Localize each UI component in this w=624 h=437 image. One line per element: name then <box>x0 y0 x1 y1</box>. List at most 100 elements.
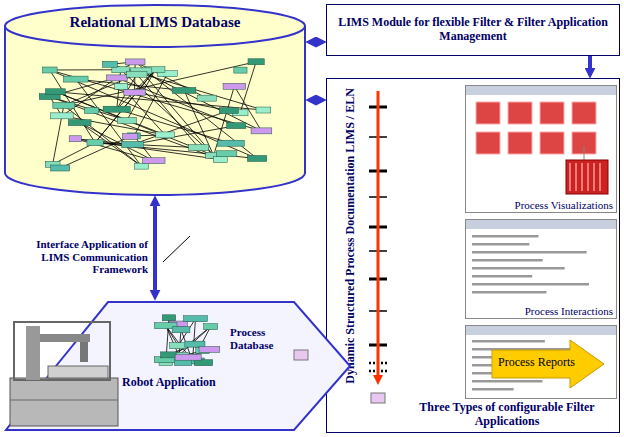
tangle-link <box>117 109 231 143</box>
documentation-panel: Dynamic Structured Process Documentation… <box>326 78 620 433</box>
tangle-link <box>50 70 262 131</box>
window-titlebar <box>466 326 616 335</box>
screen-textline <box>472 388 514 391</box>
node-title: Relational LIMS Database <box>4 14 306 31</box>
plate-cell <box>508 132 532 154</box>
tangle-link <box>75 139 220 160</box>
robot-gripper <box>80 342 88 362</box>
plate-cell <box>476 102 500 124</box>
tangle-box <box>184 316 208 322</box>
robot-arm <box>40 334 90 342</box>
screenshot-box: Process Visualizations <box>465 85 617 213</box>
tangle-box <box>227 123 246 129</box>
tangle-link <box>95 70 155 143</box>
tangle-box <box>199 346 220 352</box>
tangle-box <box>160 352 176 358</box>
tangle-box <box>63 76 88 82</box>
window-titlebar <box>466 220 616 229</box>
tangle-box <box>102 61 117 67</box>
tangle-box <box>51 165 70 171</box>
zoom-box <box>566 160 608 194</box>
plate-cell <box>508 102 532 124</box>
robot-band: Process DatabaseRobot Application <box>4 300 352 432</box>
band-title: Robot Application <box>122 376 216 390</box>
tangle-box <box>189 145 209 151</box>
tangle-box <box>125 59 145 65</box>
tangle-box <box>53 102 75 108</box>
report-arrow <box>492 340 604 388</box>
tangle-link <box>76 79 184 90</box>
database-cylinder-graphic <box>4 4 306 196</box>
screenshot-label: Process Visualizations <box>512 199 616 212</box>
tangle-box <box>248 59 264 65</box>
tangle-box <box>194 360 212 366</box>
screen-textline <box>472 259 543 262</box>
window-titlebar <box>466 86 616 95</box>
zoom-stripe <box>587 163 589 191</box>
tangle-box <box>68 120 91 126</box>
tangle-box <box>45 89 65 95</box>
robot-column <box>26 326 40 380</box>
plate-cell <box>572 102 596 124</box>
tangle-box <box>106 75 127 81</box>
interface-label: Interface Application of LIMS Communicat… <box>14 238 148 276</box>
tangle-link <box>80 123 154 161</box>
screen-textline <box>472 380 542 383</box>
robot-frame <box>14 322 110 380</box>
arrow-label: Process Reports <box>498 356 575 370</box>
leader-stroke <box>163 236 190 262</box>
process-token <box>294 350 308 360</box>
screen-textline <box>472 251 587 254</box>
screenshot-box-graphic <box>466 220 616 318</box>
tangle-box <box>175 354 201 360</box>
screen-textline <box>472 235 538 238</box>
tangle-box <box>85 108 99 114</box>
tangle-link <box>141 71 214 156</box>
tangle-box <box>69 136 81 142</box>
zoom-leader <box>584 146 585 160</box>
connector-arrow <box>588 56 592 70</box>
tangle-box <box>247 155 266 161</box>
tangle-box <box>122 141 144 147</box>
tangle-link <box>135 62 257 159</box>
tangle-box <box>117 117 136 123</box>
plate-cell <box>540 132 564 154</box>
screenshot-box: Process Reports <box>465 325 617 399</box>
tangle-box <box>122 133 137 139</box>
robot-band <box>6 302 350 430</box>
band-label: Process Database <box>230 326 294 351</box>
tangle-box <box>219 108 238 114</box>
tangle-box <box>51 113 74 119</box>
tangle-box <box>197 95 216 101</box>
robot-detail <box>10 400 118 401</box>
cylinder-top <box>5 5 305 47</box>
tangle-box <box>256 107 271 113</box>
tangle-box <box>124 89 145 95</box>
screen-textline <box>472 243 529 246</box>
screen-textline <box>472 340 545 343</box>
tangle-link <box>62 116 165 135</box>
screen-textline <box>472 275 532 278</box>
screenshot-box: Process Interactions <box>465 219 617 319</box>
module-box: LIMS Module for flexible Filter & Filter… <box>326 4 620 56</box>
tangle-link <box>60 136 130 168</box>
connector-arrow <box>314 40 318 44</box>
robot-band-graphic <box>4 300 352 432</box>
screenshot-box-graphic <box>466 86 616 212</box>
screen-textline <box>472 291 546 294</box>
plate-cell <box>540 102 564 124</box>
panel-caption: Three Types of configurable Filter Appli… <box>397 401 617 429</box>
tangle-box <box>213 157 227 163</box>
tangle-box <box>251 128 272 134</box>
process-token <box>371 393 385 403</box>
zoom-stripe <box>599 163 601 191</box>
tangle-link <box>75 139 153 161</box>
zoom-stripe <box>575 163 577 191</box>
robot-base <box>10 378 118 426</box>
zoom-stripe <box>593 163 595 191</box>
tangle-link <box>133 111 229 145</box>
database-cylinder: Relational LIMS Database <box>4 4 306 196</box>
tangle-link <box>64 62 256 106</box>
tangle-link <box>50 70 257 158</box>
